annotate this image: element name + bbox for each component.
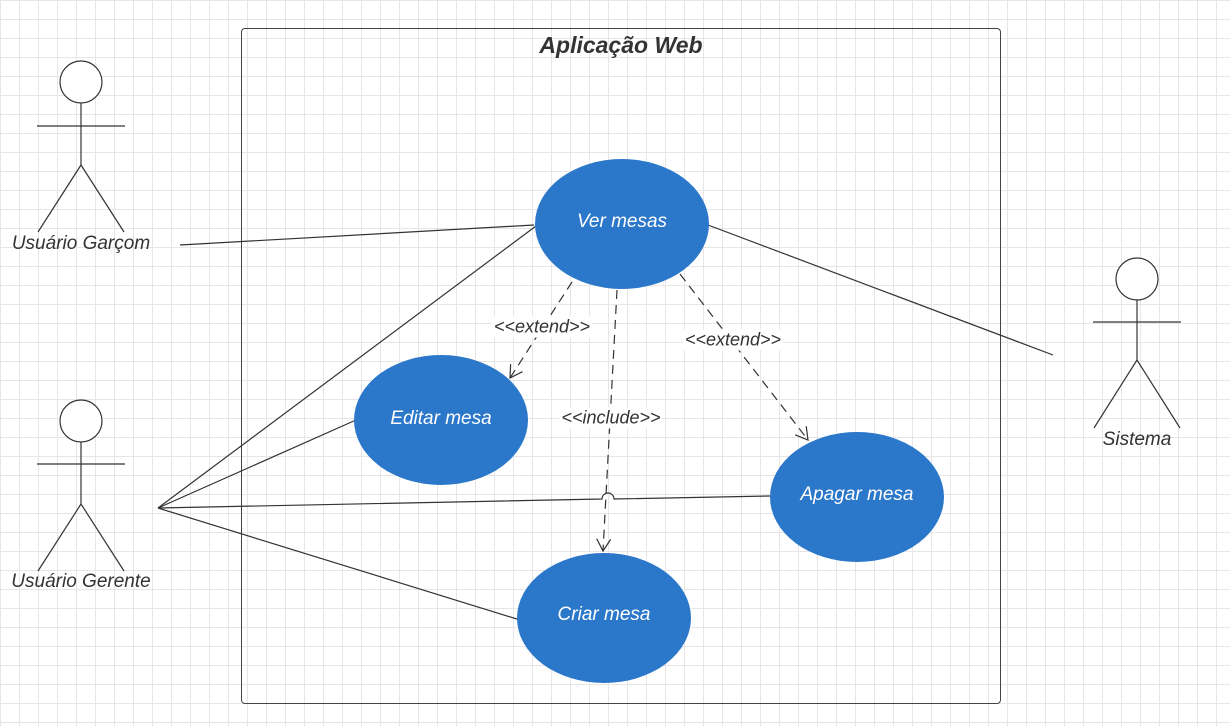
system-boundary xyxy=(241,28,1001,704)
include-arrow-criar[interactable] xyxy=(596,289,618,553)
actor-label-sistema: Sistema xyxy=(1102,429,1172,450)
stereotype-include-criar: <<include>> xyxy=(559,407,663,429)
extend-arrow-apagar[interactable] xyxy=(679,273,809,441)
actor-sistema[interactable] xyxy=(1093,257,1181,429)
system-title: Aplicação Web xyxy=(539,32,703,58)
actor-usuario-gerente[interactable] xyxy=(37,399,125,572)
actor-usuario-garcom[interactable] xyxy=(37,60,125,233)
assoc-gerente-editar-mesa[interactable] xyxy=(157,419,357,509)
assoc-gerente-ver-mesas[interactable] xyxy=(157,225,537,509)
extend-arrow-editar[interactable] xyxy=(509,281,573,380)
use-case-criar-mesa[interactable] xyxy=(517,553,691,683)
actor-label-garcom: Usuário Garçom xyxy=(11,233,151,254)
use-case-label-editar-mesa: Editar mesa xyxy=(390,408,492,429)
assoc-sistema-ver-mesas[interactable] xyxy=(707,224,1054,356)
use-case-editar-mesa[interactable] xyxy=(354,355,528,485)
stereotype-extend-apagar: <<extend>> xyxy=(682,329,784,351)
stereotype-extend-editar: <<extend>> xyxy=(491,316,593,338)
use-case-apagar-mesa[interactable] xyxy=(770,432,944,562)
assoc-gerente-criar-mesa[interactable] xyxy=(157,507,521,621)
assoc-garcom-ver-mesas[interactable] xyxy=(179,224,535,246)
use-case-label-apagar-mesa: Apagar mesa xyxy=(800,484,914,505)
use-case-label-criar-mesa: Criar mesa xyxy=(557,604,651,625)
assoc-gerente-apagar-mesa[interactable] xyxy=(157,492,771,509)
actor-label-gerente: Usuário Gerente xyxy=(11,571,151,592)
use-case-label-ver-mesas: Ver mesas xyxy=(576,211,668,232)
use-case-ver-mesas[interactable] xyxy=(535,159,709,289)
